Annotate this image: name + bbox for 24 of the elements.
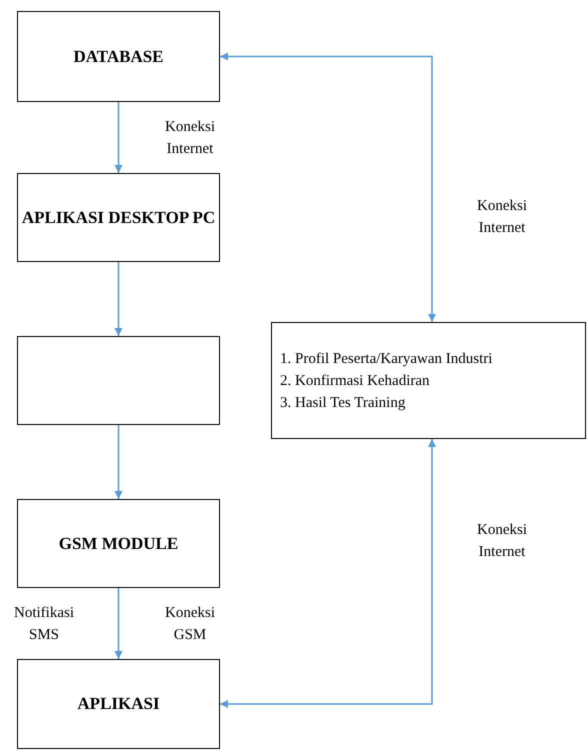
process-box [17,173,220,262]
list-item: 3. Hasil Tes Training [280,394,406,412]
list-item: 2. Konfirmasi Kehadiran [280,372,430,390]
process-box [17,659,220,749]
arrow [114,588,122,659]
info-box [271,322,586,439]
box-title: APLIKASI [77,693,160,715]
process-box [17,499,220,588]
arrow [220,439,436,708]
arrow [114,102,122,173]
edge-label: Koneksi GSM [164,604,216,645]
edge-label: Koneksi Internet [164,118,216,159]
list-item: 1. Profil Peserta/Karyawan Industri [280,350,492,368]
arrow [220,52,436,322]
box-title: APLIKASI DESKTOP PC [22,206,216,228]
edge-label: Koneksi Internet [476,197,528,238]
process-box [17,11,220,102]
box-title: DATABASE [73,46,164,68]
box-title: GSM MODULE [58,532,178,554]
note-label: Notifikasi SMS [13,604,75,645]
arrow [114,425,122,499]
edge-label: Koneksi Internet [476,521,528,562]
arrow [114,262,122,336]
process-box [17,336,220,425]
